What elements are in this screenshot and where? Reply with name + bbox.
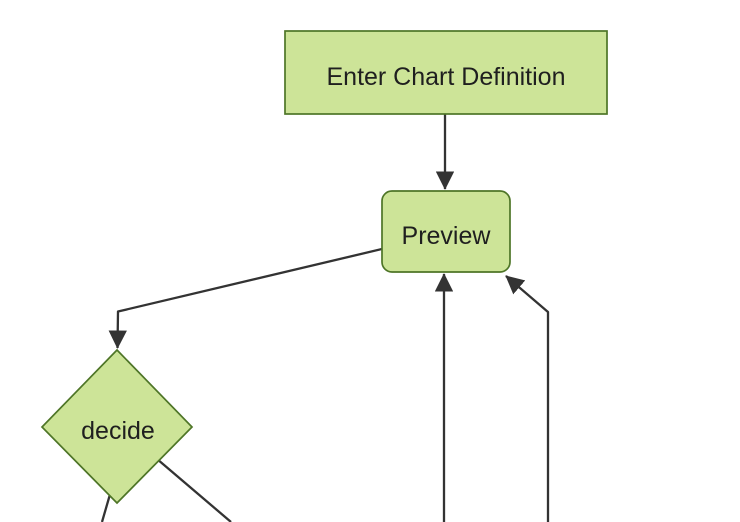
edge-return-to-preview-right — [505, 275, 550, 522]
decide-diamond — [40, 348, 194, 505]
edge-decide-out-right — [149, 452, 232, 522]
enter-chart-definition-label: Enter Chart Definition — [326, 63, 565, 91]
preview-box — [381, 190, 511, 273]
node-decide: decide — [40, 348, 194, 505]
edge-layer — [100, 114, 550, 522]
decide-label: decide — [81, 417, 155, 445]
node-enter-chart-definition: Enter Chart Definition — [284, 30, 608, 115]
node-layer: Enter Chart Definition Preview decide — [40, 30, 608, 505]
edge-preview-to-decide — [108, 247, 383, 349]
enter-chart-definition-box — [284, 30, 608, 115]
preview-label: Preview — [402, 222, 492, 250]
node-preview: Preview — [381, 190, 511, 273]
